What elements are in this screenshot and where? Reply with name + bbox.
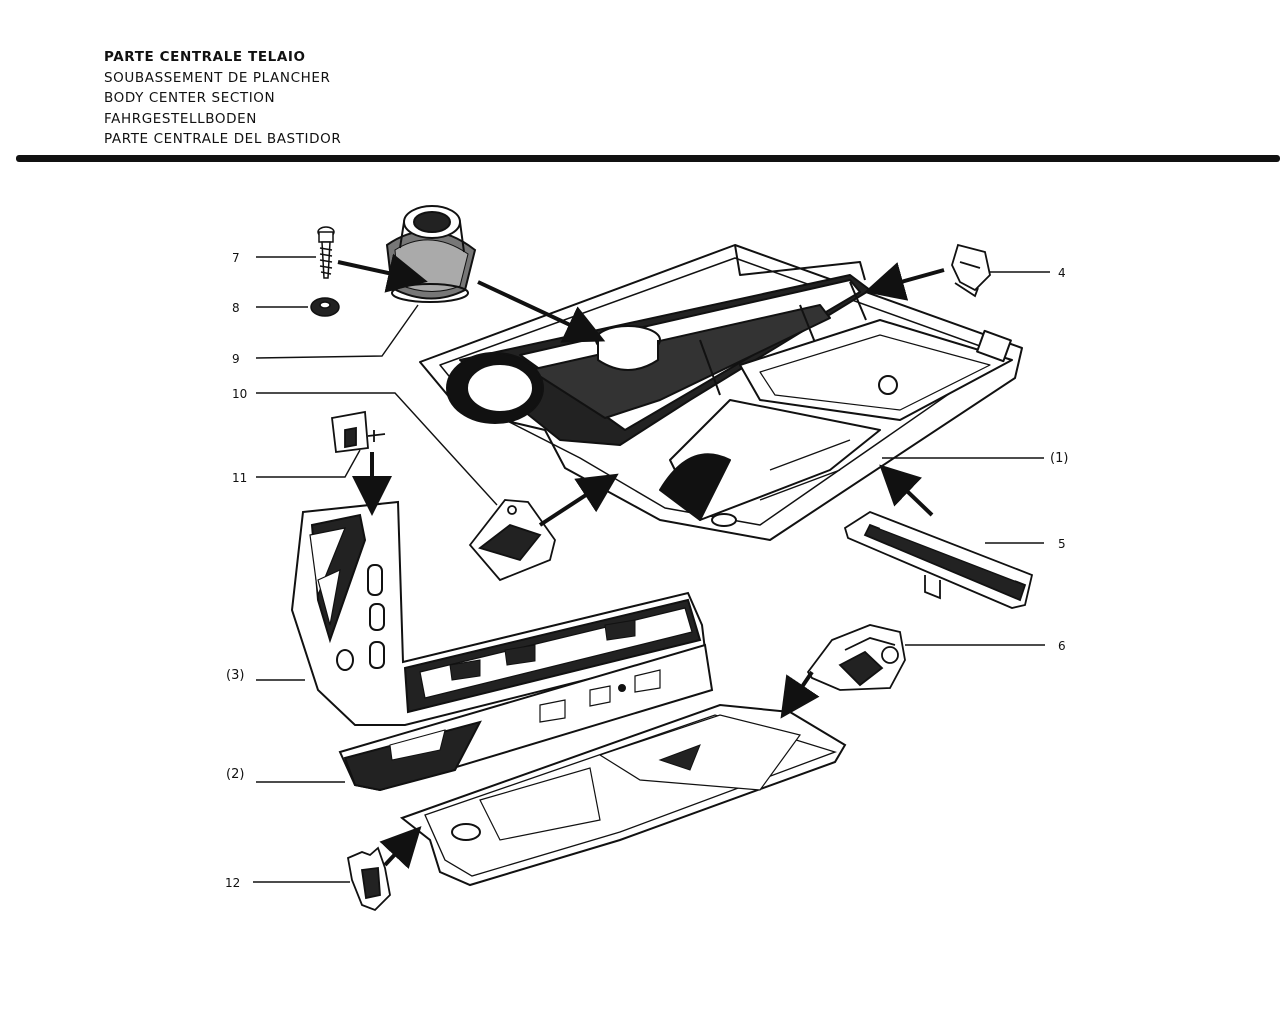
grommet-part-9 bbox=[385, 205, 477, 303]
callout-1: (1) bbox=[1050, 451, 1068, 466]
main-floor-assembly bbox=[419, 244, 1023, 541]
washer-part-8 bbox=[310, 297, 340, 317]
callout-11: 11 bbox=[232, 471, 247, 485]
leader-lines bbox=[253, 256, 1050, 883]
title-block: PARTE CENTRALE TELAIO SOUBASSEMENT DE PL… bbox=[104, 47, 341, 150]
clip-part-12 bbox=[346, 846, 391, 912]
callout-5: 5 bbox=[1058, 537, 1066, 551]
callout-8: 8 bbox=[232, 301, 240, 315]
bracket-part-4 bbox=[951, 243, 991, 298]
title-italian: PARTE CENTRALE TELAIO bbox=[104, 49, 306, 65]
callout-10: 10 bbox=[232, 387, 247, 401]
callout-2: (2) bbox=[226, 767, 244, 782]
callout-9: 9 bbox=[232, 352, 240, 366]
header-divider bbox=[16, 155, 1280, 162]
rocker-part-2 bbox=[338, 643, 714, 792]
callout-labels: 7 8 9 10 11 4 (1) 5 6 (3) (2) 12 bbox=[225, 251, 1068, 890]
title-spanish: PARTE CENTRALE DEL BASTIDOR bbox=[104, 131, 342, 147]
callout-12: 12 bbox=[225, 876, 240, 890]
rail-part-5 bbox=[843, 510, 1034, 609]
callout-6: 6 bbox=[1058, 639, 1066, 653]
front-floor-pan bbox=[399, 703, 847, 887]
callout-3: (3) bbox=[226, 668, 244, 683]
title-french: SOUBASSEMENT DE PLANCHER bbox=[104, 69, 331, 86]
callout-7: 7 bbox=[232, 251, 240, 265]
pillar-sill-part-3 bbox=[290, 500, 707, 726]
mount-part-6 bbox=[806, 624, 906, 691]
bracket-part-10 bbox=[468, 499, 556, 582]
bolt-part-7 bbox=[317, 226, 335, 279]
explode-arrows bbox=[337, 253, 945, 870]
title-german: FAHRGESTELLBODEN bbox=[104, 110, 257, 127]
title-english: BODY CENTER SECTION bbox=[104, 90, 276, 106]
callout-4: 4 bbox=[1058, 266, 1066, 280]
clip-part-11 bbox=[331, 410, 386, 454]
